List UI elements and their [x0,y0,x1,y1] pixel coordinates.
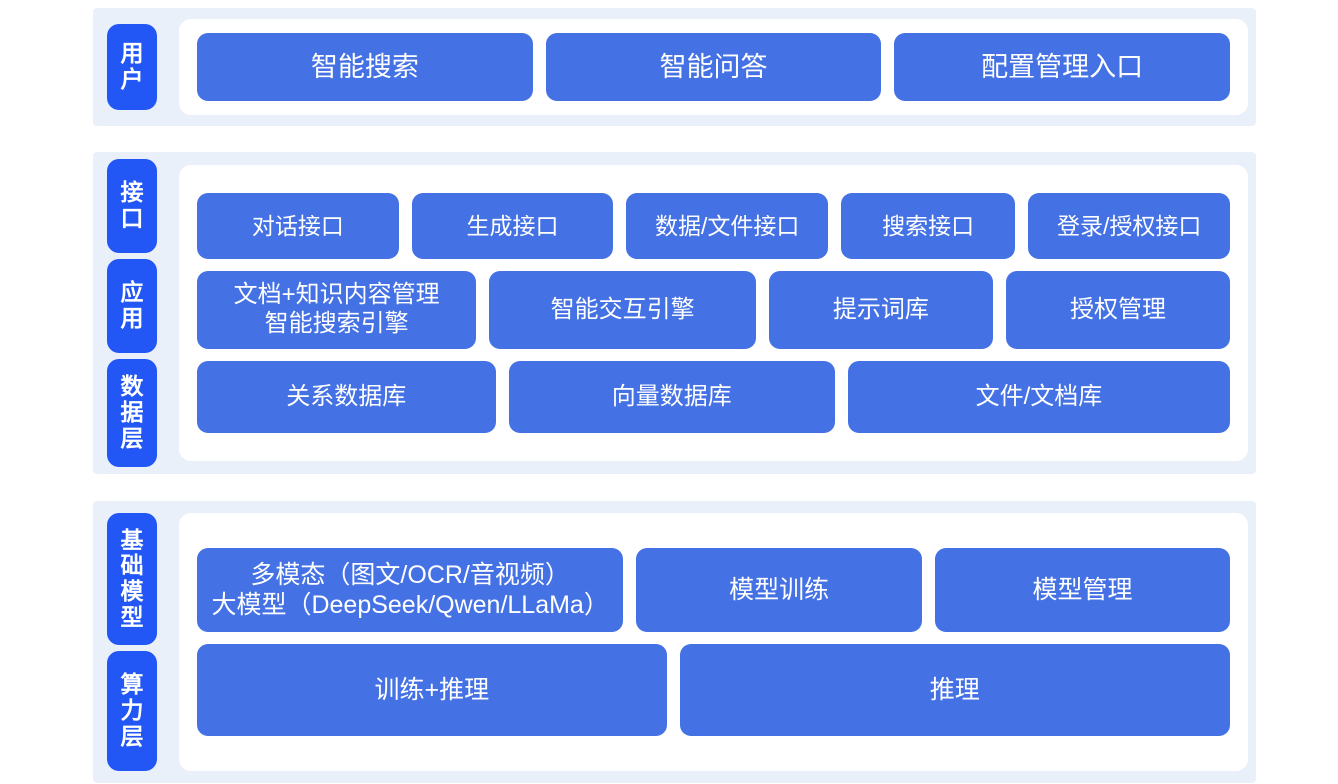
card-file-document-store[interactable]: 文件/文档库 [847,361,1230,433]
row-application: 文档+知识内容管理 智能搜索引擎 智能交互引擎 提示词库 授权管理 [197,271,1231,349]
rail-label-user: 用户 [107,24,157,110]
panel-user: 智能搜索 智能问答 配置管理入口 [179,19,1248,115]
row-data-layer: 关系数据库 向量数据库 文件/文档库 [197,361,1230,433]
panel-middle: 对话接口 生成接口 数据/文件接口 搜索接口 登录/授权接口 文档+知识内容管理… [179,165,1248,461]
card-config-management-entry[interactable]: 配置管理入口 [894,33,1231,101]
row-interface: 对话接口 生成接口 数据/文件接口 搜索接口 登录/授权接口 [197,193,1231,259]
rail-user: 用户 [93,8,165,126]
card-multimodal-large-model[interactable]: 多模态（图文/OCR/音视频） 大模型（DeepSeek/Qwen/LLaMa） [197,548,624,632]
row-compute-layer: 训练+推理 推理 [197,644,1230,736]
row-foundation-model: 多模态（图文/OCR/音视频） 大模型（DeepSeek/Qwen/LLaMa）… [197,548,1230,632]
section-user: 用户 智能搜索 智能问答 配置管理入口 [93,8,1256,126]
rail-label-interface: 接口 [107,159,157,254]
rail-label-data-layer-text: 数据层 [120,373,145,451]
card-generation-interface[interactable]: 生成接口 [411,193,614,259]
rail-label-data-layer: 数据层 [107,359,157,467]
card-smart-interaction-engine[interactable]: 智能交互引擎 [489,271,756,349]
rail-label-compute-layer: 算力层 [107,651,157,771]
card-data-file-interface[interactable]: 数据/文件接口 [626,193,828,259]
section-infra: 基础模型 算力层 多模态（图文/OCR/音视频） 大模型（DeepSeek/Qw… [93,501,1256,783]
card-smart-search[interactable]: 智能搜索 [197,33,533,101]
card-relational-database[interactable]: 关系数据库 [197,361,496,433]
card-vector-database[interactable]: 向量数据库 [508,361,835,433]
rail-label-foundation-model: 基础模型 [107,513,157,645]
card-document-knowledge-management[interactable]: 文档+知识内容管理 智能搜索引擎 [197,271,477,349]
card-authorization-management[interactable]: 授权管理 [1005,271,1231,349]
rail-label-application: 应用 [107,259,157,354]
rail-label-foundation-model-text: 基础模型 [120,526,145,630]
rail-label-user-text: 用户 [120,40,145,92]
card-smart-qa[interactable]: 智能问答 [545,33,882,101]
rail-infra: 基础模型 算力层 [93,501,165,783]
rail-label-compute-layer-text: 算力层 [120,671,145,749]
rail-label-interface-text: 接口 [120,179,145,232]
card-training-and-inference[interactable]: 训练+推理 [197,644,667,736]
panel-infra: 多模态（图文/OCR/音视频） 大模型（DeepSeek/Qwen/LLaMa）… [179,513,1248,771]
card-search-interface[interactable]: 搜索接口 [840,193,1016,259]
row-user-entries: 智能搜索 智能问答 配置管理入口 [197,33,1231,101]
card-model-management[interactable]: 模型管理 [935,548,1230,632]
rail-middle: 接口 应用 数据层 [93,152,165,474]
card-inference[interactable]: 推理 [679,644,1230,736]
card-prompt-library[interactable]: 提示词库 [768,271,993,349]
rail-label-application-text: 应用 [120,279,145,332]
card-login-auth-interface[interactable]: 登录/授权接口 [1028,193,1231,259]
card-dialog-interface[interactable]: 对话接口 [197,193,399,259]
card-model-training[interactable]: 模型训练 [636,548,923,632]
section-middle: 接口 应用 数据层 对话接口 生成接口 数据/文件接口 搜索接口 登录/授权接口… [93,152,1256,474]
